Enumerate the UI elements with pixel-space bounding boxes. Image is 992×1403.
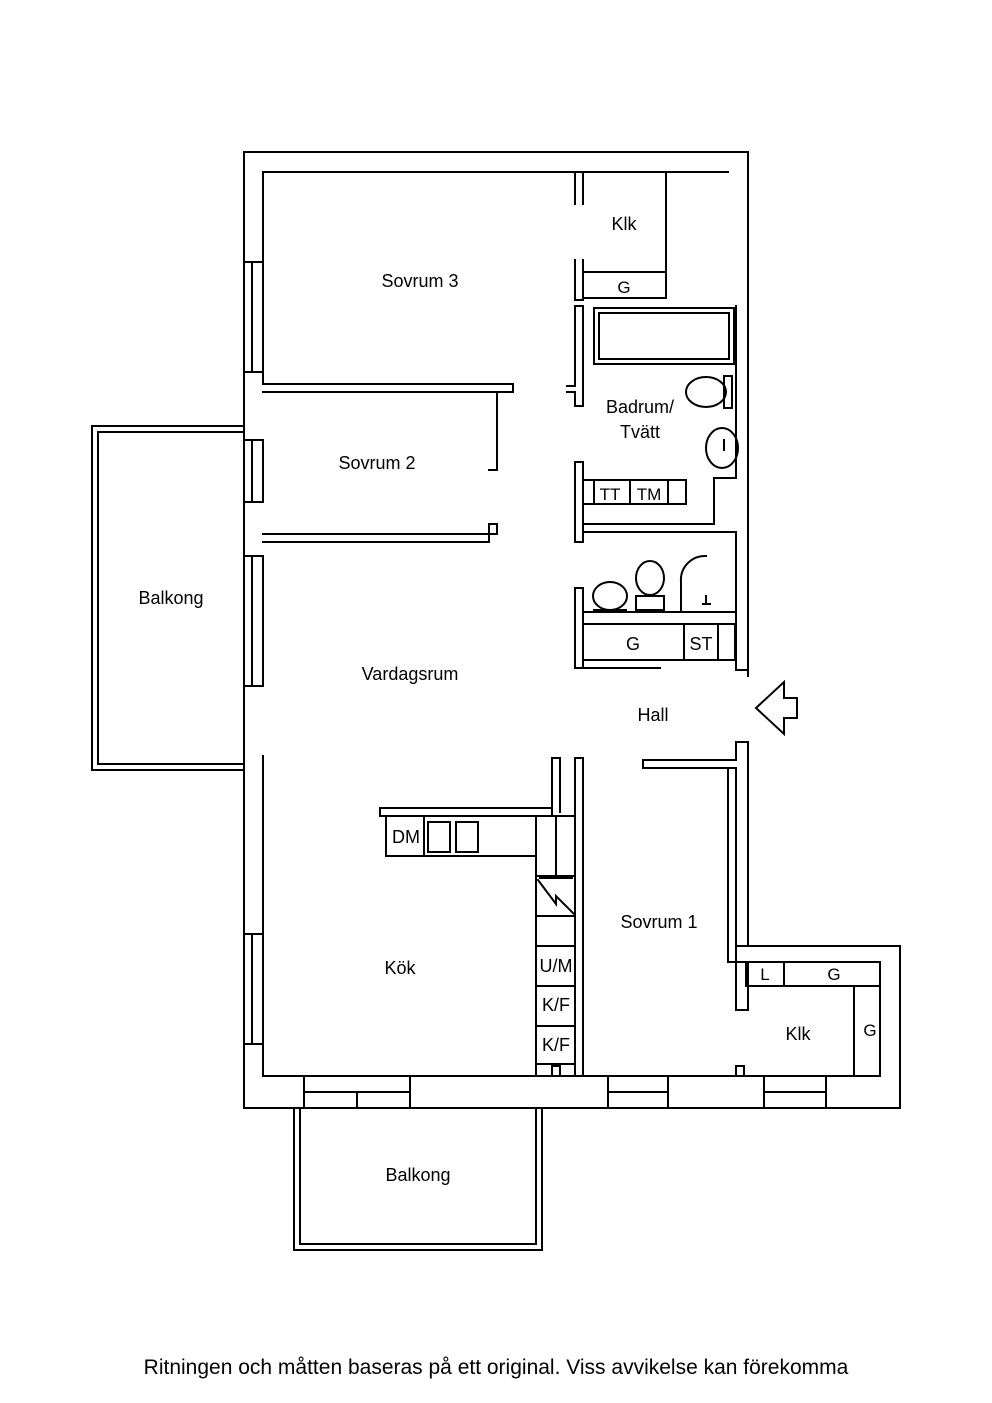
label-klk-top: Klk [611,214,637,234]
kitchen-counter-top [379,807,553,1077]
entrance-arrow-icon [754,679,798,737]
floor-plan: Sovrum 3 Klk G Badrum/ Tvätt TT TM Sovru… [91,151,901,1251]
hall-wardrobe [582,623,736,661]
balcony-bottom-outline [293,1107,543,1251]
label-g-right: G [863,1021,876,1040]
label-vardagsrum: Vardagsrum [362,664,459,684]
label-balkong-bottom: Balkong [385,1165,450,1185]
label-g-hall: G [626,634,640,654]
electrical-panel-icon [536,877,576,916]
label-sovrum3: Sovrum 3 [381,271,458,291]
kitchen-counter-side [535,815,576,1077]
shower-icon [679,554,711,613]
closet-bottom-shelves [745,961,881,1077]
wc-toilet-icon [635,560,665,611]
label-tm: TM [637,485,662,504]
disclaimer-text: Ritningen och måtten baseras på ett orig… [143,1356,849,1379]
label-dm: DM [392,827,420,847]
label-tt: TT [600,485,621,504]
label-hall: Hall [637,705,668,725]
label-badrum-1: Badrum/ [606,397,674,417]
label-kok: Kök [384,958,416,978]
balcony-left-outline [91,425,245,771]
toilet-icon [685,375,733,409]
label-sovrum2: Sovrum 2 [338,453,415,473]
label-badrum-2: Tvätt [620,422,660,442]
label-sovrum1: Sovrum 1 [620,912,697,932]
label-kf-2: K/F [542,1035,570,1055]
washer-dryer-cabinet [582,479,687,505]
label-g-top: G [617,278,630,297]
room-labels: Sovrum 3 Klk G Badrum/ Tvätt TT TM Sovru… [138,214,876,1185]
label-l: L [760,965,769,984]
label-klk-bot: Klk [785,1024,811,1044]
label-st: ST [689,634,712,654]
windows-left [243,261,264,1045]
label-kf-1: K/F [542,995,570,1015]
wc-sink-icon [592,581,628,611]
sink-icon [705,427,739,469]
bathtub-icon [593,307,735,365]
closet-top-shelf [582,271,667,299]
label-um: U/M [540,956,573,976]
label-g-bot: G [827,965,840,984]
label-balkong-left: Balkong [138,588,203,608]
windows-bottom [303,1075,827,1109]
